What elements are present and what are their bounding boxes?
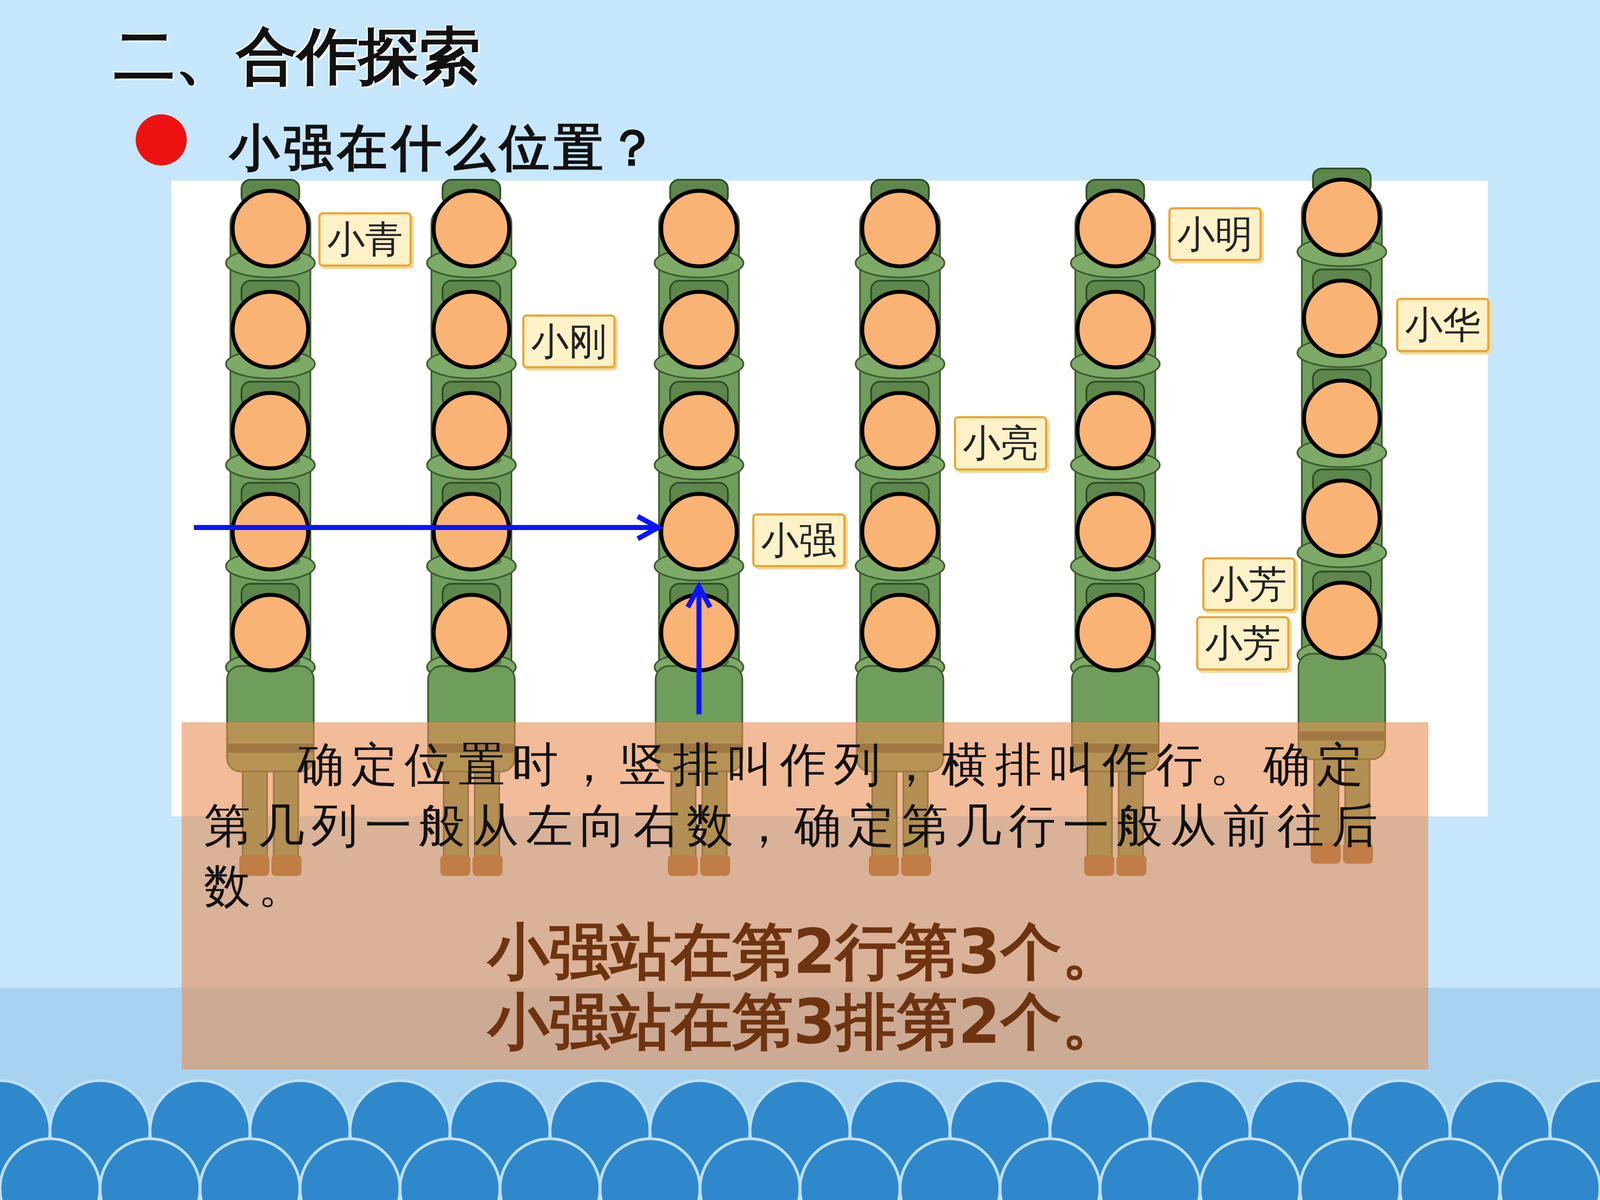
answer-statement: 小强站在第3排第2个。 xyxy=(203,986,1407,1058)
name-label: 小亮 xyxy=(962,420,1039,467)
position-arrows xyxy=(193,516,710,714)
face-cover xyxy=(1077,291,1154,368)
face-cover xyxy=(232,392,309,469)
face-cover xyxy=(1303,480,1380,557)
slide-title: 二、合作探索 xyxy=(113,15,481,99)
explanation-box: 确定位置时，竖排叫作列，横排叫作行。确定第几列一般从左向右数，确定第几行一般从前… xyxy=(181,722,1429,1070)
arrow-line xyxy=(193,525,659,530)
wave xyxy=(200,1138,300,1200)
face-cover xyxy=(661,392,737,469)
wave xyxy=(300,1138,400,1200)
face-cover xyxy=(1077,392,1154,469)
name-tag: 小青 xyxy=(318,212,412,267)
name-tag: 小芳 xyxy=(1196,616,1290,671)
name-label: 小明 xyxy=(1177,211,1253,258)
face-cover xyxy=(1077,190,1154,267)
face-cover xyxy=(1077,493,1154,570)
face-cover xyxy=(1077,595,1154,671)
wave xyxy=(0,1138,100,1200)
name-tag: 小亮 xyxy=(953,416,1048,471)
face-cover xyxy=(862,392,938,469)
name-tag: 小强 xyxy=(752,513,846,568)
answer-statement: 小强站在第2行第3个。 xyxy=(203,916,1407,988)
picture-panel xyxy=(171,180,1488,817)
name-label: 小强 xyxy=(761,517,837,564)
face-cover xyxy=(433,493,510,570)
face-cover xyxy=(862,291,938,368)
face-cover xyxy=(661,493,737,570)
face-cover xyxy=(232,291,309,368)
wave xyxy=(400,1138,500,1200)
face-cover xyxy=(1303,582,1380,659)
wave xyxy=(1300,1138,1400,1200)
rule-text: 确定位置时，竖排叫作列，横排叫作行。确定第几列一般从左向右数，确定第几行一般从前… xyxy=(203,734,1407,917)
face-cover xyxy=(862,595,938,671)
face-cover xyxy=(433,291,510,368)
face-cover xyxy=(433,595,510,671)
wave xyxy=(100,1138,200,1200)
face-cover xyxy=(661,190,737,267)
face-cover xyxy=(433,392,510,469)
face-cover xyxy=(232,190,309,267)
waves xyxy=(0,1080,1600,1200)
wave xyxy=(1200,1138,1300,1200)
wave xyxy=(700,1138,800,1200)
face-cover xyxy=(232,493,309,570)
face-cover xyxy=(862,190,938,267)
question-text: 小强在什么位置？ xyxy=(229,114,662,183)
name-tag: 小明 xyxy=(1168,207,1262,262)
wave xyxy=(1100,1138,1200,1200)
wave xyxy=(1500,1138,1600,1200)
arrow-line xyxy=(696,586,702,715)
wave xyxy=(1000,1138,1100,1200)
wave xyxy=(600,1138,700,1200)
name-label: 小芳 xyxy=(1211,561,1287,608)
name-label: 小芳 xyxy=(1205,620,1281,667)
arrow-head xyxy=(687,586,710,608)
face-cover xyxy=(1303,280,1380,357)
name-tag: 小刚 xyxy=(522,314,616,369)
name-tag: 小芳 xyxy=(1202,557,1296,612)
face-cover xyxy=(661,291,737,368)
wave xyxy=(500,1138,600,1200)
name-tag: 小华 xyxy=(1396,297,1490,353)
arrow-head xyxy=(637,516,659,539)
wave xyxy=(900,1138,1000,1200)
face-cover xyxy=(1303,179,1380,255)
wave xyxy=(1400,1138,1500,1200)
name-label: 小华 xyxy=(1405,302,1481,348)
name-label: 小刚 xyxy=(531,318,607,365)
face-cover xyxy=(433,190,510,267)
wave xyxy=(800,1138,900,1200)
face-cover xyxy=(232,595,309,671)
name-label: 小青 xyxy=(327,216,403,263)
face-cover xyxy=(1303,380,1380,457)
bullet-dot xyxy=(135,114,187,166)
face-cover xyxy=(862,493,938,570)
